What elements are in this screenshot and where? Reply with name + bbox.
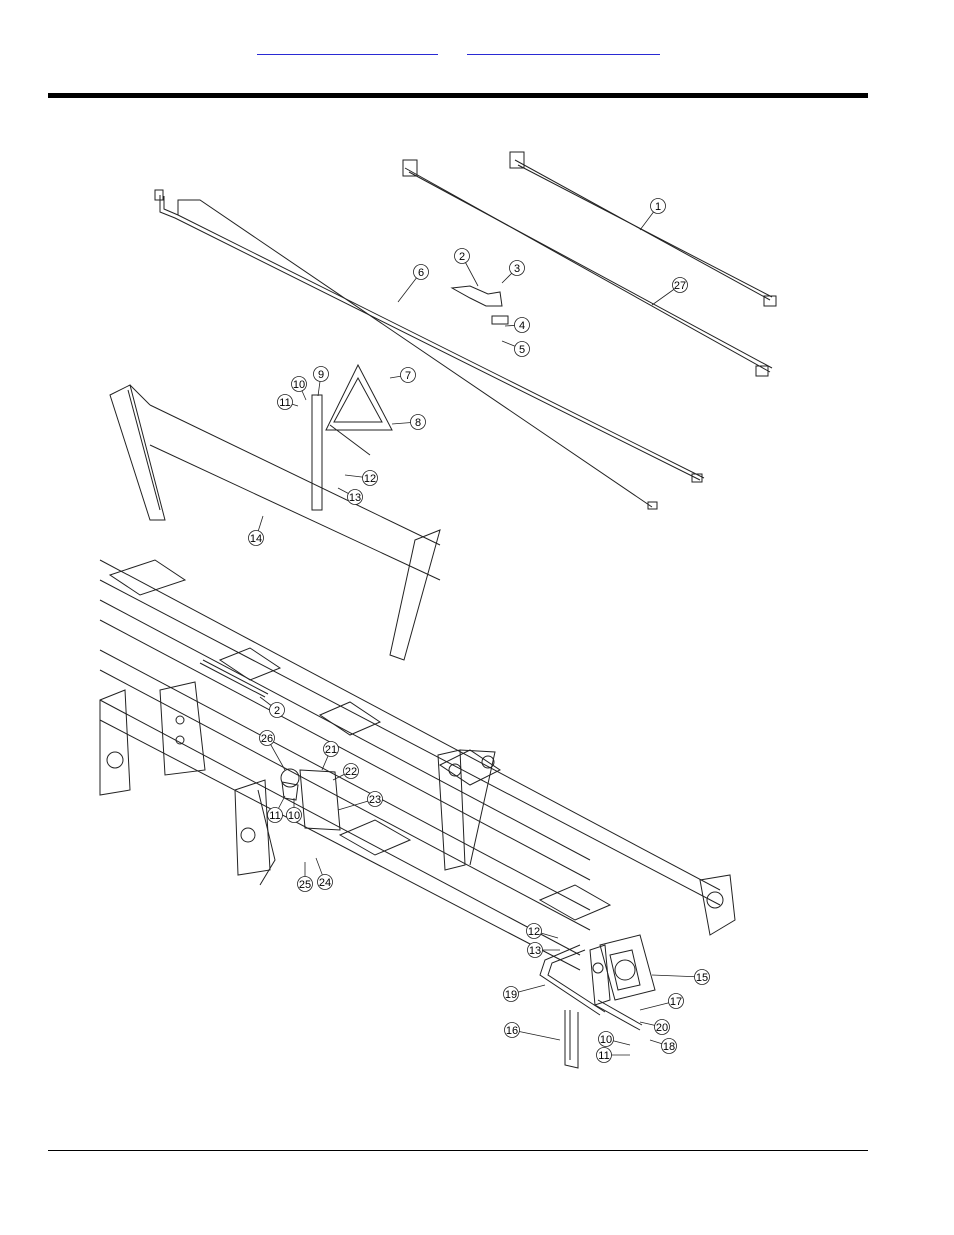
header-link-2[interactable] bbox=[467, 40, 660, 55]
callout-11c: 11 bbox=[598, 1050, 609, 1062]
callout-25: 25 bbox=[299, 879, 311, 891]
callout-10c: 10 bbox=[600, 1034, 612, 1046]
callout-23: 23 bbox=[369, 794, 381, 806]
callout-14: 14 bbox=[250, 533, 262, 545]
sign-bracket-drawing bbox=[312, 365, 392, 510]
callout-19: 19 bbox=[505, 989, 517, 1001]
callout-6: 6 bbox=[418, 267, 424, 279]
callout-13b: 13 bbox=[529, 945, 541, 957]
callout-2: 2 bbox=[459, 251, 465, 263]
header-rule bbox=[48, 93, 868, 98]
parts-diagram: 1 2 3 6 27 4 5 7 8 9 10 11 12 13 14 2 26… bbox=[96, 140, 784, 1076]
header-link-1[interactable] bbox=[257, 40, 438, 55]
callout-20: 20 bbox=[656, 1022, 668, 1034]
callout-1: 1 bbox=[655, 201, 661, 213]
footer-rule bbox=[48, 1150, 868, 1151]
callout-3: 3 bbox=[514, 263, 520, 275]
callout-12: 12 bbox=[364, 473, 376, 485]
callout-26: 26 bbox=[261, 733, 273, 745]
wiring-harness-drawing bbox=[155, 152, 776, 509]
callout-18: 18 bbox=[663, 1041, 675, 1053]
callout-9: 9 bbox=[318, 369, 324, 381]
callout-4: 4 bbox=[519, 320, 525, 332]
callout-11: 11 bbox=[279, 397, 290, 409]
callout-15: 15 bbox=[696, 972, 708, 984]
callout-11b: 11 bbox=[269, 810, 280, 822]
callout-27: 27 bbox=[674, 280, 686, 292]
callout-5: 5 bbox=[519, 344, 525, 356]
callout-21: 21 bbox=[325, 744, 337, 756]
callout-10b: 10 bbox=[288, 810, 300, 822]
callout-17: 17 bbox=[670, 996, 682, 1008]
callout-16: 16 bbox=[506, 1025, 518, 1037]
hitch-assembly-drawing bbox=[540, 935, 655, 1068]
header-links bbox=[0, 40, 954, 60]
callout-2b: 2 bbox=[274, 705, 280, 717]
callouts bbox=[249, 199, 710, 1063]
callout-13: 13 bbox=[349, 492, 361, 504]
callout-8: 8 bbox=[415, 417, 421, 429]
callout-22: 22 bbox=[345, 766, 357, 778]
callout-7: 7 bbox=[405, 370, 411, 382]
callout-10: 10 bbox=[293, 379, 305, 391]
callout-12b: 12 bbox=[528, 926, 540, 938]
toolbar-frame-drawing bbox=[100, 560, 735, 970]
callout-24: 24 bbox=[319, 877, 331, 889]
